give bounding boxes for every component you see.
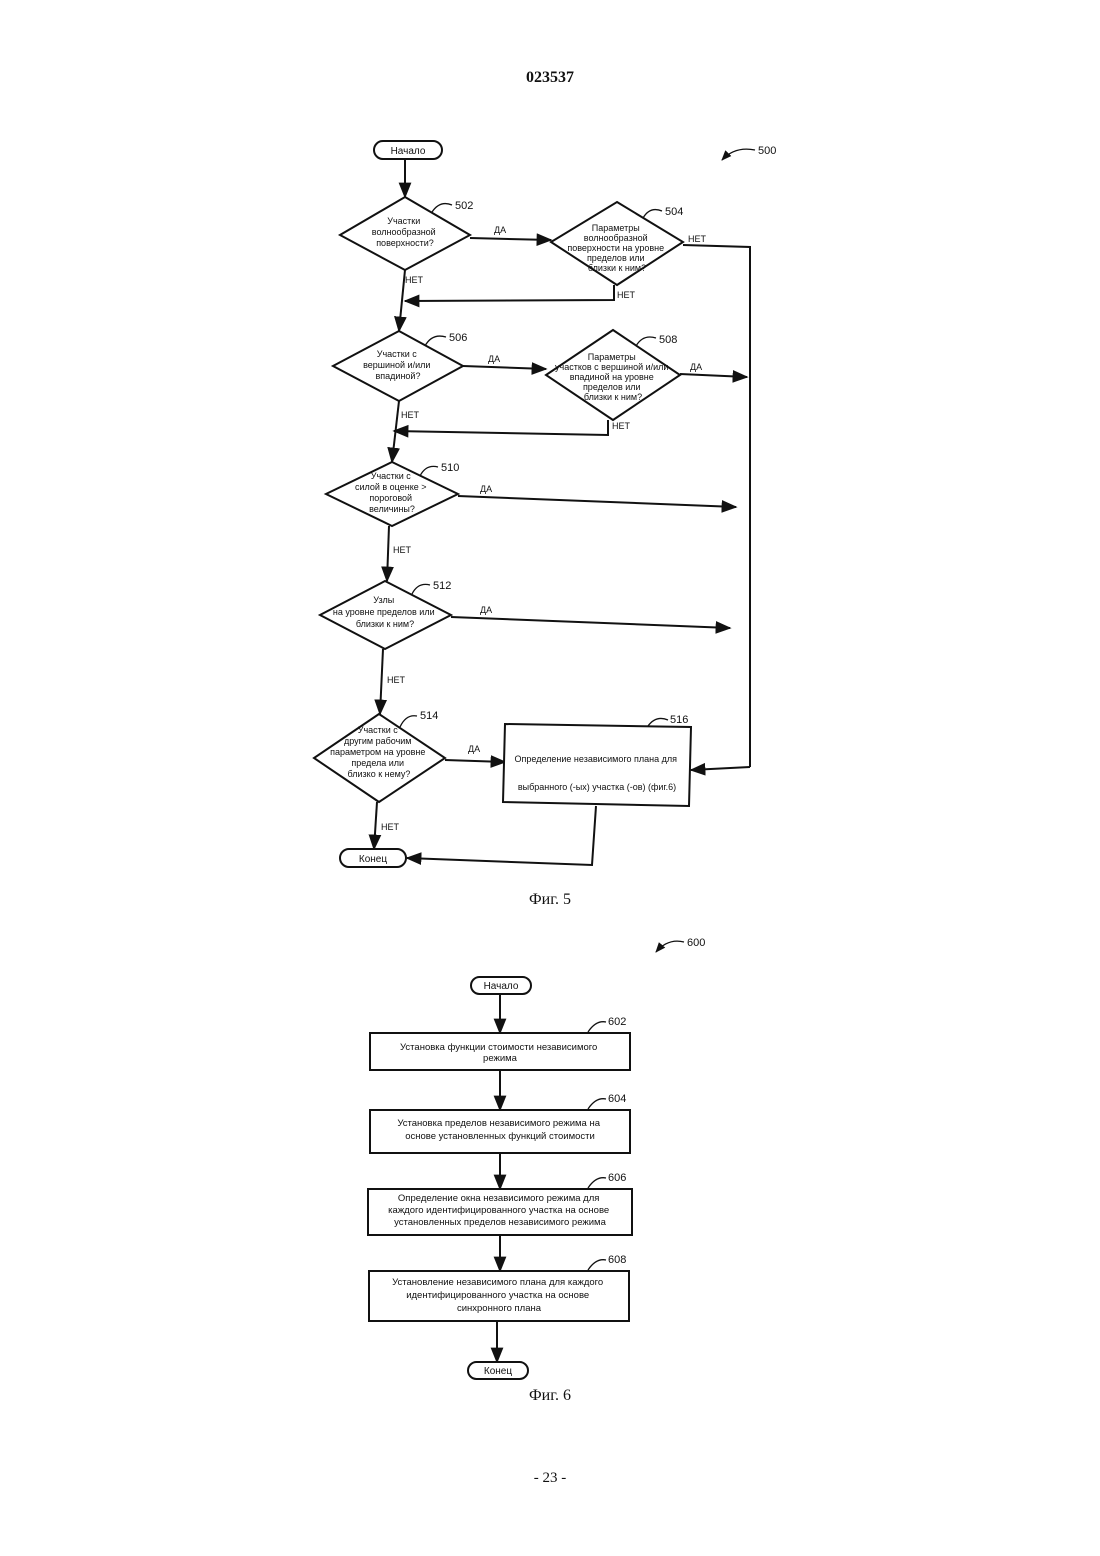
process-606-ref-pointer xyxy=(588,1178,606,1188)
label-508-no: НЕТ xyxy=(612,421,631,431)
connector-504-return xyxy=(405,285,614,301)
connector-508-bus xyxy=(680,374,747,377)
figure-6-ref: 600 xyxy=(687,937,705,949)
end-terminal-label: Конец xyxy=(359,854,387,865)
label-512-no: НЕТ xyxy=(387,675,406,685)
figure-6-ref-pointer xyxy=(656,941,684,952)
figure-5-ref: 500 xyxy=(758,145,776,157)
connector-510-bus xyxy=(458,496,736,507)
decision-502-ref: 502 xyxy=(455,200,473,212)
label-510-yes: ДА xyxy=(480,484,492,494)
label-506-yes: ДА xyxy=(488,354,500,364)
process-516-ref: 516 xyxy=(670,714,688,726)
process-608-ref: 608 xyxy=(608,1254,626,1266)
process-606-ref: 606 xyxy=(608,1172,626,1184)
label-502-yes: ДА xyxy=(494,225,506,235)
decision-510-ref-pointer xyxy=(420,466,438,476)
process-604-ref: 604 xyxy=(608,1093,626,1105)
decision-504-ref: 504 xyxy=(665,206,683,218)
connector-502-504 xyxy=(470,238,551,240)
decision-508-ref: 508 xyxy=(659,334,677,346)
process-516 xyxy=(503,724,691,806)
fig6-end-label: Конец xyxy=(484,1366,512,1377)
label-504-no-down: НЕТ xyxy=(617,290,636,300)
process-604-ref-pointer xyxy=(588,1099,606,1109)
decision-514-ref: 514 xyxy=(420,710,438,722)
connector-516-end xyxy=(407,806,596,865)
connector-512-514 xyxy=(380,649,383,714)
connector-514-516 xyxy=(445,760,505,762)
process-606-text: Определение окна независимого режима для… xyxy=(388,1193,612,1228)
decision-514-ref-pointer xyxy=(400,716,417,727)
document-number: 023537 xyxy=(526,69,574,86)
label-506-no: НЕТ xyxy=(401,410,420,420)
label-514-yes: ДА xyxy=(468,744,480,754)
decision-506-ref-pointer xyxy=(425,336,446,346)
figure-5-caption: Фиг. 5 xyxy=(529,891,571,908)
connector-512-bus xyxy=(451,617,730,628)
page-number: - 23 - xyxy=(534,1470,567,1486)
connector-bus-516 xyxy=(691,767,750,770)
label-504-no-right: НЕТ xyxy=(688,234,707,244)
start-terminal-label: Начало xyxy=(391,146,426,157)
process-602-ref-pointer xyxy=(588,1022,606,1032)
connector-508-return xyxy=(394,420,608,435)
label-514-no: НЕТ xyxy=(381,822,400,832)
figure-6: 600 Начало Установка функции стоимости н… xyxy=(368,937,705,1404)
process-602-ref: 602 xyxy=(608,1016,626,1028)
connector-506-508 xyxy=(463,366,546,369)
label-512-yes: ДА xyxy=(480,605,492,615)
decision-504-ref-pointer xyxy=(643,210,662,218)
process-608-ref-pointer xyxy=(588,1260,606,1270)
label-508-yes: ДА xyxy=(690,362,702,372)
figure-6-caption: Фиг. 6 xyxy=(529,1387,571,1404)
label-510-no: НЕТ xyxy=(393,545,412,555)
process-516-ref-pointer xyxy=(648,718,668,726)
connector-514-end xyxy=(374,802,377,849)
figure-5: 500 Начало Участки волнообразной поверхн… xyxy=(314,141,776,908)
decision-508-ref-pointer xyxy=(636,337,656,346)
label-502-no: НЕТ xyxy=(405,275,424,285)
figure-5-ref-pointer xyxy=(722,149,755,160)
fig6-start-label: Начало xyxy=(484,981,519,992)
decision-512-ref-pointer xyxy=(412,584,430,594)
decision-512-ref: 512 xyxy=(433,580,451,592)
decision-506-ref: 506 xyxy=(449,332,467,344)
connector-510-512 xyxy=(387,526,389,581)
decision-510-ref: 510 xyxy=(441,462,459,474)
decision-502-ref-pointer xyxy=(432,204,452,212)
